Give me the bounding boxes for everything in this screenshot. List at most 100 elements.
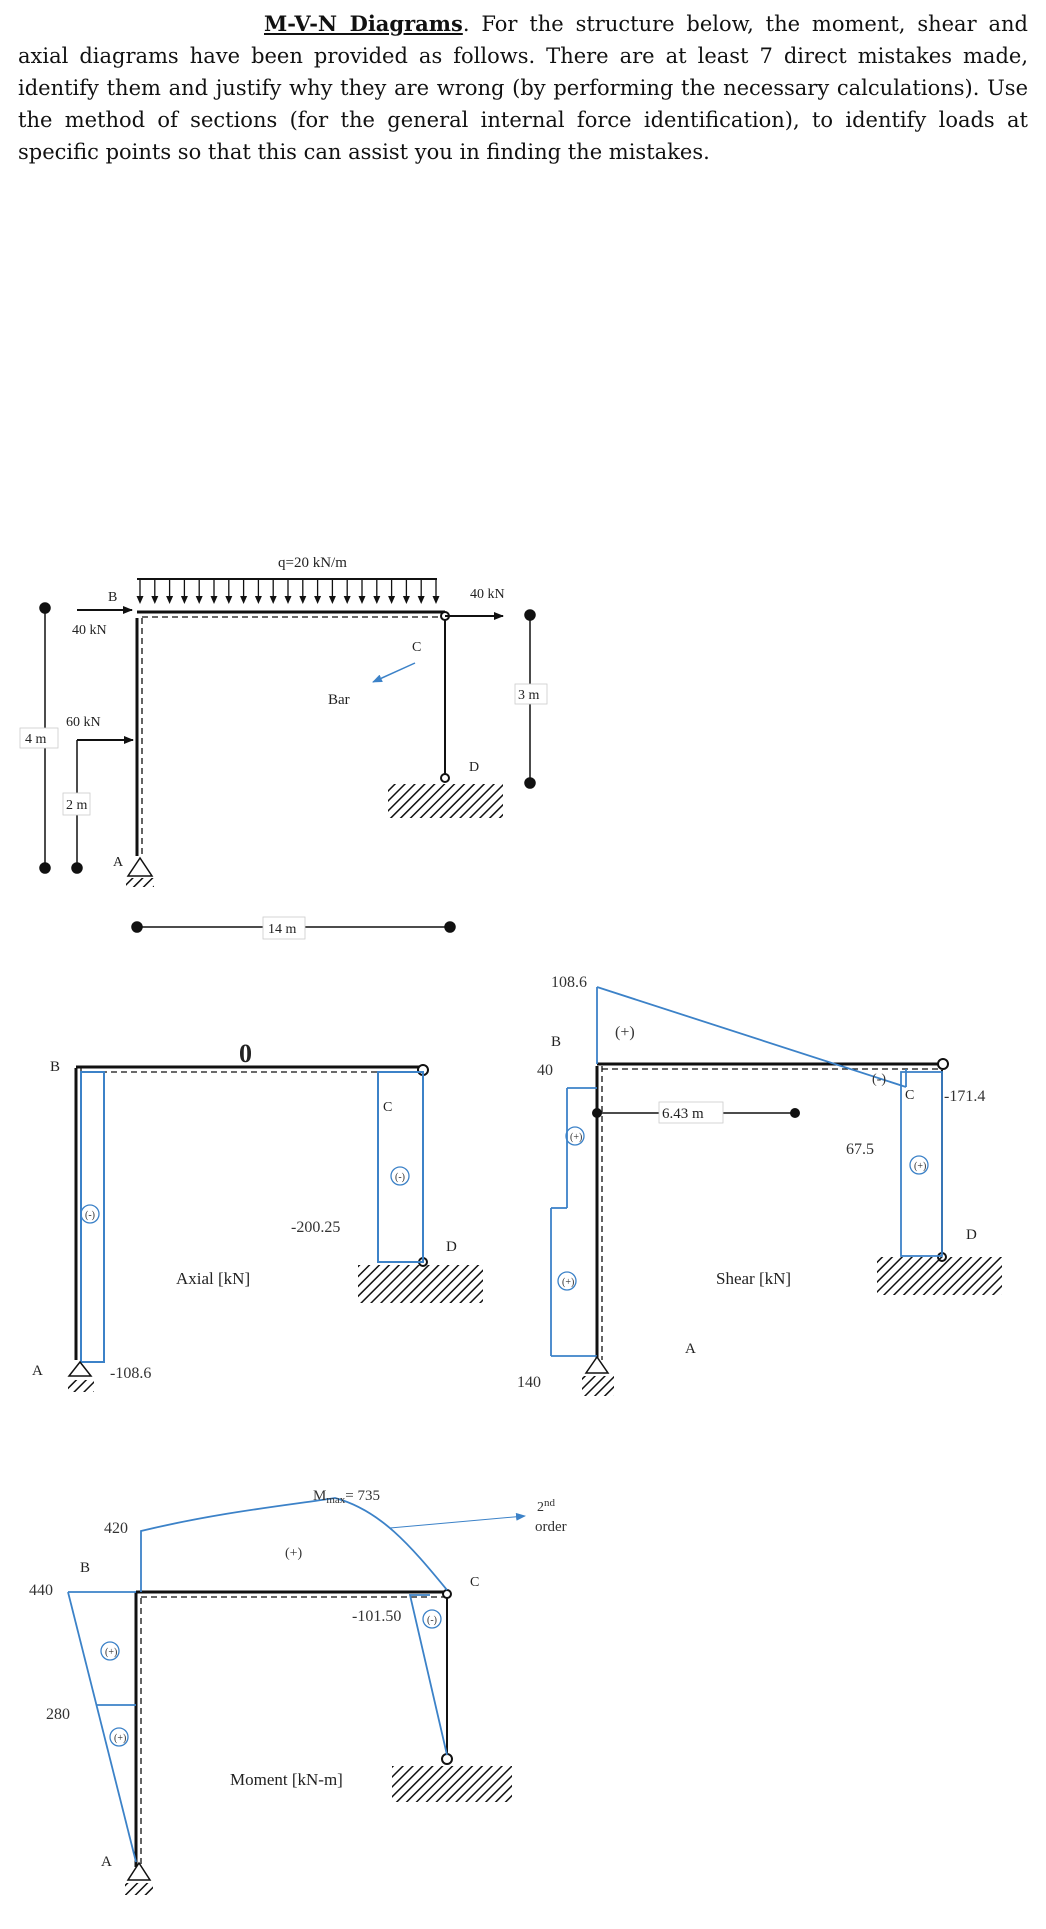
bar-label: Bar (328, 692, 350, 708)
node-c-label: C (412, 640, 421, 655)
load-arrow-head (284, 596, 292, 604)
axial-sign-cd: (-) (390, 1166, 410, 1186)
load-arrow-head (151, 596, 159, 604)
node-b-label: B (108, 590, 117, 605)
load-arrow-head (314, 596, 322, 604)
structure-diagram: 4 m 2 m 3 m 14 m q=20 kN/m 40 kN 60 kN 4… (19, 555, 548, 940)
intro-rest: and axial diagrams have been provided as… (18, 12, 1028, 164)
shear-support-d (877, 1257, 1002, 1295)
moment-sign-beam: (+) (285, 1546, 303, 1561)
distributed-load-arrows (136, 580, 440, 604)
svg-text:(-): (-) (395, 1172, 405, 1183)
load-arrow-head (195, 596, 203, 604)
load-arrow-head (180, 596, 188, 604)
problem-statement: M-V-N Diagrams. For the structure below,… (18, 8, 1028, 168)
axial-ab-value: -108.6 (110, 1365, 151, 1382)
svg-text:(-): (-) (85, 1210, 95, 1221)
dim-3m-label: 3 m (518, 688, 540, 703)
node-a-label: A (113, 855, 124, 870)
moment-2nd-order-label: 2nd order (535, 1497, 567, 1535)
moment-support-d (392, 1766, 512, 1802)
shear-value-b-col: 40 (537, 1062, 553, 1079)
moment-value-440: 440 (29, 1582, 53, 1599)
load-arrow-head (240, 596, 248, 604)
shear-node-a: A (685, 1341, 696, 1357)
moment-2nd-order-pointer (389, 1512, 526, 1529)
moment-sign-col2: (+) (109, 1727, 129, 1747)
shear-title: Shear [kN] (716, 1269, 791, 1288)
moment-diagram: (+) (+) (+) (-) 420 B 440 280 A C -101.5… (29, 1488, 567, 1895)
shear-diagram: 6.43 m (+) (-) (+) (+) (+) 108.6 B 40 14… (517, 974, 1002, 1396)
shear-beam-line (596, 986, 907, 1088)
shear-support-a (582, 1355, 614, 1396)
shear-node-d: D (966, 1227, 977, 1243)
moment-node-c: C (470, 1575, 479, 1590)
node-d-label: D (469, 760, 479, 775)
shear-cd-region (900, 1071, 943, 1257)
moment-title: Moment [kN-m] (230, 1770, 343, 1789)
axial-node-d: D (446, 1239, 457, 1255)
shear-value-b-top: 108.6 (551, 974, 587, 991)
shear-sign-neg-beam: (-) (872, 1072, 886, 1087)
moment-sign-cd: (-) (422, 1609, 442, 1629)
moment-node-a: A (101, 1854, 112, 1870)
svg-text:(+): (+) (114, 1733, 126, 1744)
axial-diagram: (-) (-) B C D A 0 -200.25 -108.6 Axial [… (32, 1039, 483, 1392)
load-40kn-c-label: 40 kN (470, 587, 505, 602)
axial-title: Axial [kN] (176, 1269, 250, 1288)
load-arrow-head (225, 596, 233, 604)
svg-text:(+): (+) (570, 1132, 582, 1143)
load-60kn-label: 60 kN (66, 715, 101, 730)
axial-cd-region (377, 1071, 424, 1263)
frame-members (135, 610, 446, 856)
moment-beam-curve (140, 1497, 448, 1592)
dim-2m-label: 2 m (66, 798, 88, 813)
load-40kn-b-label: 40 kN (72, 623, 107, 638)
svg-text:(+): (+) (562, 1277, 574, 1288)
shear-sign-cd: (+) (909, 1155, 929, 1175)
load-arrow-head (402, 596, 410, 604)
load-arrow-head (432, 596, 440, 604)
svg-text:order: order (535, 1519, 567, 1535)
moment-support-a (125, 1861, 153, 1895)
shear-value-cd: 67.5 (846, 1141, 874, 1158)
load-arrow-head (328, 596, 336, 604)
load-arrow-head (343, 596, 351, 604)
axial-node-a: A (32, 1363, 43, 1379)
title-punct: . (462, 12, 470, 36)
moment-cd-line (408, 1594, 448, 1756)
axial-node-c: C (383, 1100, 392, 1115)
shear-value-c: -171.4 (944, 1088, 985, 1105)
svg-text:(+): (+) (105, 1647, 117, 1658)
load-arrow-head (210, 596, 218, 604)
shear-sign-pos-beam: (+) (615, 1024, 635, 1041)
axial-cd-value: -200.25 (291, 1219, 340, 1236)
load-arrow-head (299, 596, 307, 604)
bar-pointer-arrow (372, 662, 416, 683)
shear-zero-dim: 6.43 m (662, 1106, 704, 1122)
svg-text:2nd: 2nd (537, 1497, 556, 1515)
moment-mmax-label: Mmax= 735 (313, 1488, 380, 1506)
dimension-lines (39, 602, 536, 933)
moment-value-280: 280 (46, 1706, 70, 1723)
load-arrow-head (269, 596, 277, 604)
shear-node-b: B (551, 1034, 561, 1050)
shear-sign-col2: (+) (557, 1271, 577, 1291)
axial-beam-value: 0 (239, 1039, 252, 1068)
axial-node-b: B (50, 1059, 60, 1075)
problem-text: M-V-N Diagrams. For the structure below,… (18, 8, 1028, 168)
axial-sign-ab: (-) (80, 1204, 100, 1224)
load-arrow-head (136, 596, 144, 604)
load-arrow-head (388, 596, 396, 604)
support-a-pin (126, 856, 154, 887)
moment-value-c: -101.50 (352, 1608, 401, 1625)
load-arrow-head (254, 596, 262, 604)
load-arrow-head (373, 596, 381, 604)
svg-text:(-): (-) (427, 1615, 437, 1626)
support-d-fixed (388, 784, 503, 818)
load-arrow-head (417, 596, 425, 604)
moment-col-diagonal (67, 1591, 137, 1863)
moment-sign-col1: (+) (100, 1641, 120, 1661)
moment-value-420: 420 (104, 1520, 128, 1537)
